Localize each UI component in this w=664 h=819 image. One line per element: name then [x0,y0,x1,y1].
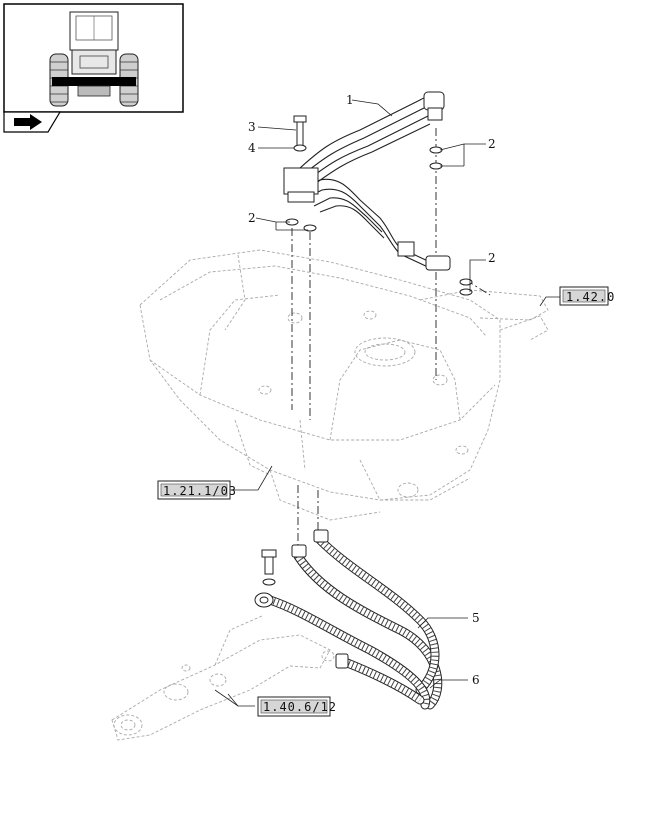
pipe-assembly [283,91,473,296]
callout-5: 5 [472,611,480,625]
reference-front[interactable]: 1.42.0 [559,286,615,306]
reference-axle[interactable]: 1.40.6/12 [257,696,337,717]
leader-lines [214,99,560,707]
callout-6: 6 [472,673,480,687]
callout-2-lower-right: 2 [488,251,496,265]
thumbnail-panel [3,3,184,113]
axle-support-ghost [111,615,335,741]
reference-front-label: 1.42.0 [566,290,615,304]
callout-1: 1 [346,93,354,107]
callout-2-upper-right: 2 [488,137,496,151]
callout-4: 4 [248,141,256,155]
reference-frame-label: 1.21.1/03 [163,484,237,498]
reference-axle-label: 1.40.6/12 [263,700,337,714]
tractor-front-view-icon [49,11,139,107]
callout-3: 3 [248,120,256,134]
assembly-axes [291,128,491,545]
front-frame-ghost [139,249,549,521]
hose-assembly [254,529,443,710]
callout-labels: 1 2 2 2 3 4 5 6 [248,93,496,687]
reference-frame[interactable]: 1.21.1/03 [157,480,237,500]
callout-2-left: 2 [248,211,256,225]
arrow-right-icon[interactable] [3,111,62,133]
